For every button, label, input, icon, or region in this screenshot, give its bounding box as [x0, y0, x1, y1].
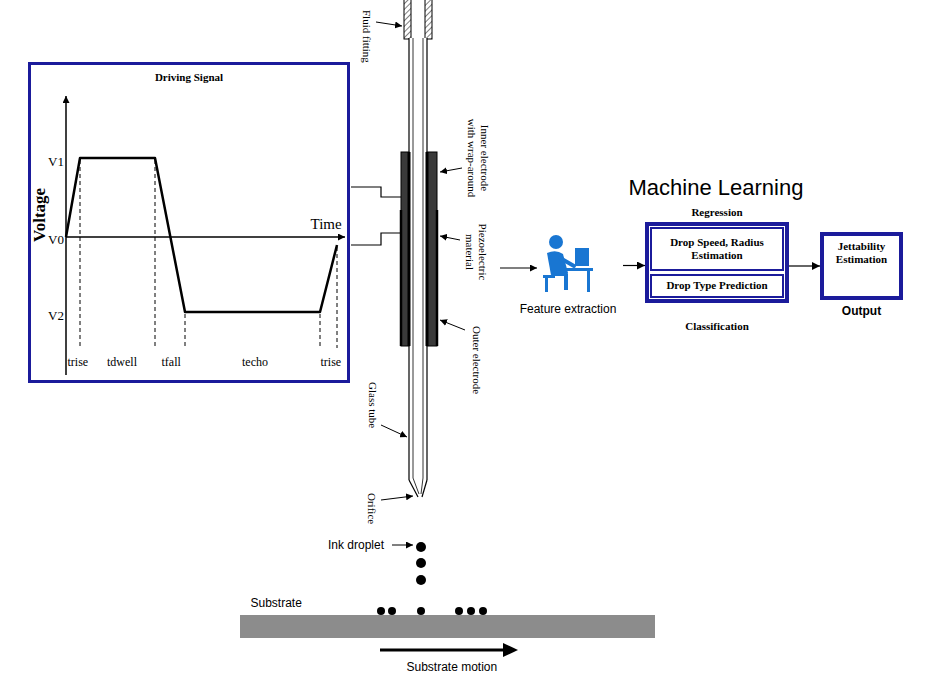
part-label: Substrate [251, 596, 302, 610]
tube-taper [421, 478, 423, 494]
group-heading: Regression [619, 206, 815, 219]
time-axis [66, 236, 345, 238]
node-label: Feature extraction [520, 302, 617, 316]
printed-dot [417, 607, 425, 615]
drive-wire [351, 233, 402, 245]
printed-dot [467, 607, 475, 615]
person-body [547, 251, 568, 275]
group-caption: Classification [619, 320, 815, 333]
box-label: Jettability Estimation [827, 240, 896, 266]
fitting-bore [411, 0, 425, 39]
inner-electrode [426, 152, 429, 346]
time-marker [185, 314, 186, 348]
output-box: Jettability EstimationOutput [820, 232, 903, 300]
motion-arrow [380, 649, 504, 652]
time-marker [337, 247, 338, 348]
glass-tube [409, 38, 427, 480]
panel-title: Driving Signal [155, 71, 223, 84]
tube-wall [426, 38, 427, 480]
chair-seat [543, 275, 555, 278]
piezo-material [401, 152, 409, 346]
ink-droplet [416, 542, 426, 552]
voltage-level: V2 [48, 308, 64, 324]
part-label: Glass tube [365, 382, 378, 428]
ink-droplet [416, 558, 426, 568]
tube-wall [408, 38, 409, 480]
part-label: Piezoelectric material [463, 217, 489, 287]
axis-title: Voltage [30, 188, 50, 242]
printed-dot [455, 607, 463, 615]
leader-arrow [440, 236, 460, 240]
leader-arrow [392, 545, 413, 546]
part-label: Ink droplet [328, 538, 384, 552]
tube-bore [413, 38, 414, 478]
printed-dot [388, 607, 396, 615]
time-label: techo [242, 355, 268, 369]
part-label: Fluid fitting [359, 10, 372, 63]
box-label: Drop Type Prediction [666, 279, 767, 292]
time-label: trise [321, 355, 342, 369]
process-box: Drop Speed, Radius Estimation [650, 227, 784, 271]
time-label: tdwell [107, 355, 137, 369]
printed-dot [377, 607, 385, 615]
ink-droplet [416, 575, 426, 585]
tube-bore [423, 38, 424, 478]
section-heading: Machine Learning [629, 175, 804, 201]
signal-panel: Driving Signal [28, 62, 350, 383]
desk [566, 268, 593, 271]
waveform [66, 158, 337, 312]
part-label: Orifice [364, 493, 377, 524]
axis-title: Time [311, 215, 342, 233]
motion-arrow-head [503, 643, 518, 657]
leader-arrow [381, 425, 407, 437]
voltage-level: V0 [48, 232, 64, 248]
tube-taper [413, 478, 419, 494]
box-caption: Output [794, 304, 929, 318]
leader-arrow [440, 168, 462, 172]
outer-electrode [436, 210, 439, 346]
time-label: trise [68, 355, 89, 369]
time-marker [155, 160, 156, 348]
icon-node: Feature extraction [513, 228, 623, 319]
part-label: Substrate motion [407, 660, 498, 674]
fluid-fitting [404, 0, 432, 39]
leader-arrow [381, 496, 413, 500]
outer-electrode [400, 210, 403, 346]
group-box: RegressionClassificationDrop Speed, Radi… [645, 222, 789, 303]
desk-leg [587, 271, 590, 292]
drive-wire [351, 187, 402, 197]
laptop [575, 248, 589, 266]
leader-arrow [440, 320, 465, 330]
piezo-material [427, 152, 437, 346]
flow-arrow [789, 265, 820, 266]
box-label: Drop Speed, Radius Estimation [656, 236, 778, 262]
flow-arrow [500, 267, 537, 268]
voltage-level: V1 [48, 154, 64, 170]
part-label: Outer electrode [469, 326, 482, 394]
time-marker [320, 314, 321, 348]
part-label: Inner electrode with wrap-around [465, 115, 491, 201]
printed-dot [479, 607, 487, 615]
chair-leg [545, 278, 548, 292]
inner-electrode [408, 152, 411, 346]
leader-arrow [376, 22, 402, 26]
time-label: tfall [162, 355, 181, 369]
process-box: Drop Type Prediction [650, 274, 784, 298]
flow-arrow [623, 265, 645, 266]
person-head [549, 235, 563, 249]
substrate [240, 615, 655, 638]
time-marker [80, 160, 81, 348]
person-arm [560, 258, 574, 266]
